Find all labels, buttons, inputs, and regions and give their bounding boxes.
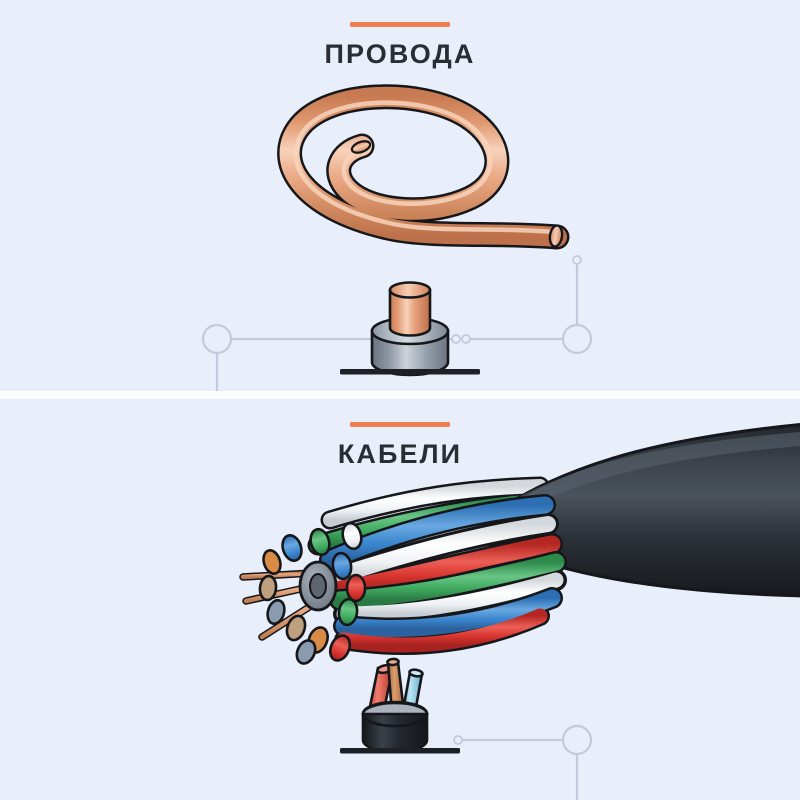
cables-heading-block: КАБЕЛИ: [0, 422, 800, 468]
cables-title: КАБЕЛИ: [337, 439, 463, 469]
cables-accent-bar: [350, 422, 450, 427]
section-divider: [0, 391, 800, 399]
wires-accent-bar: [350, 22, 450, 27]
wires-heading-block: ПРОВОДА: [0, 22, 800, 68]
wires-title: ПРОВОДА: [324, 39, 476, 69]
